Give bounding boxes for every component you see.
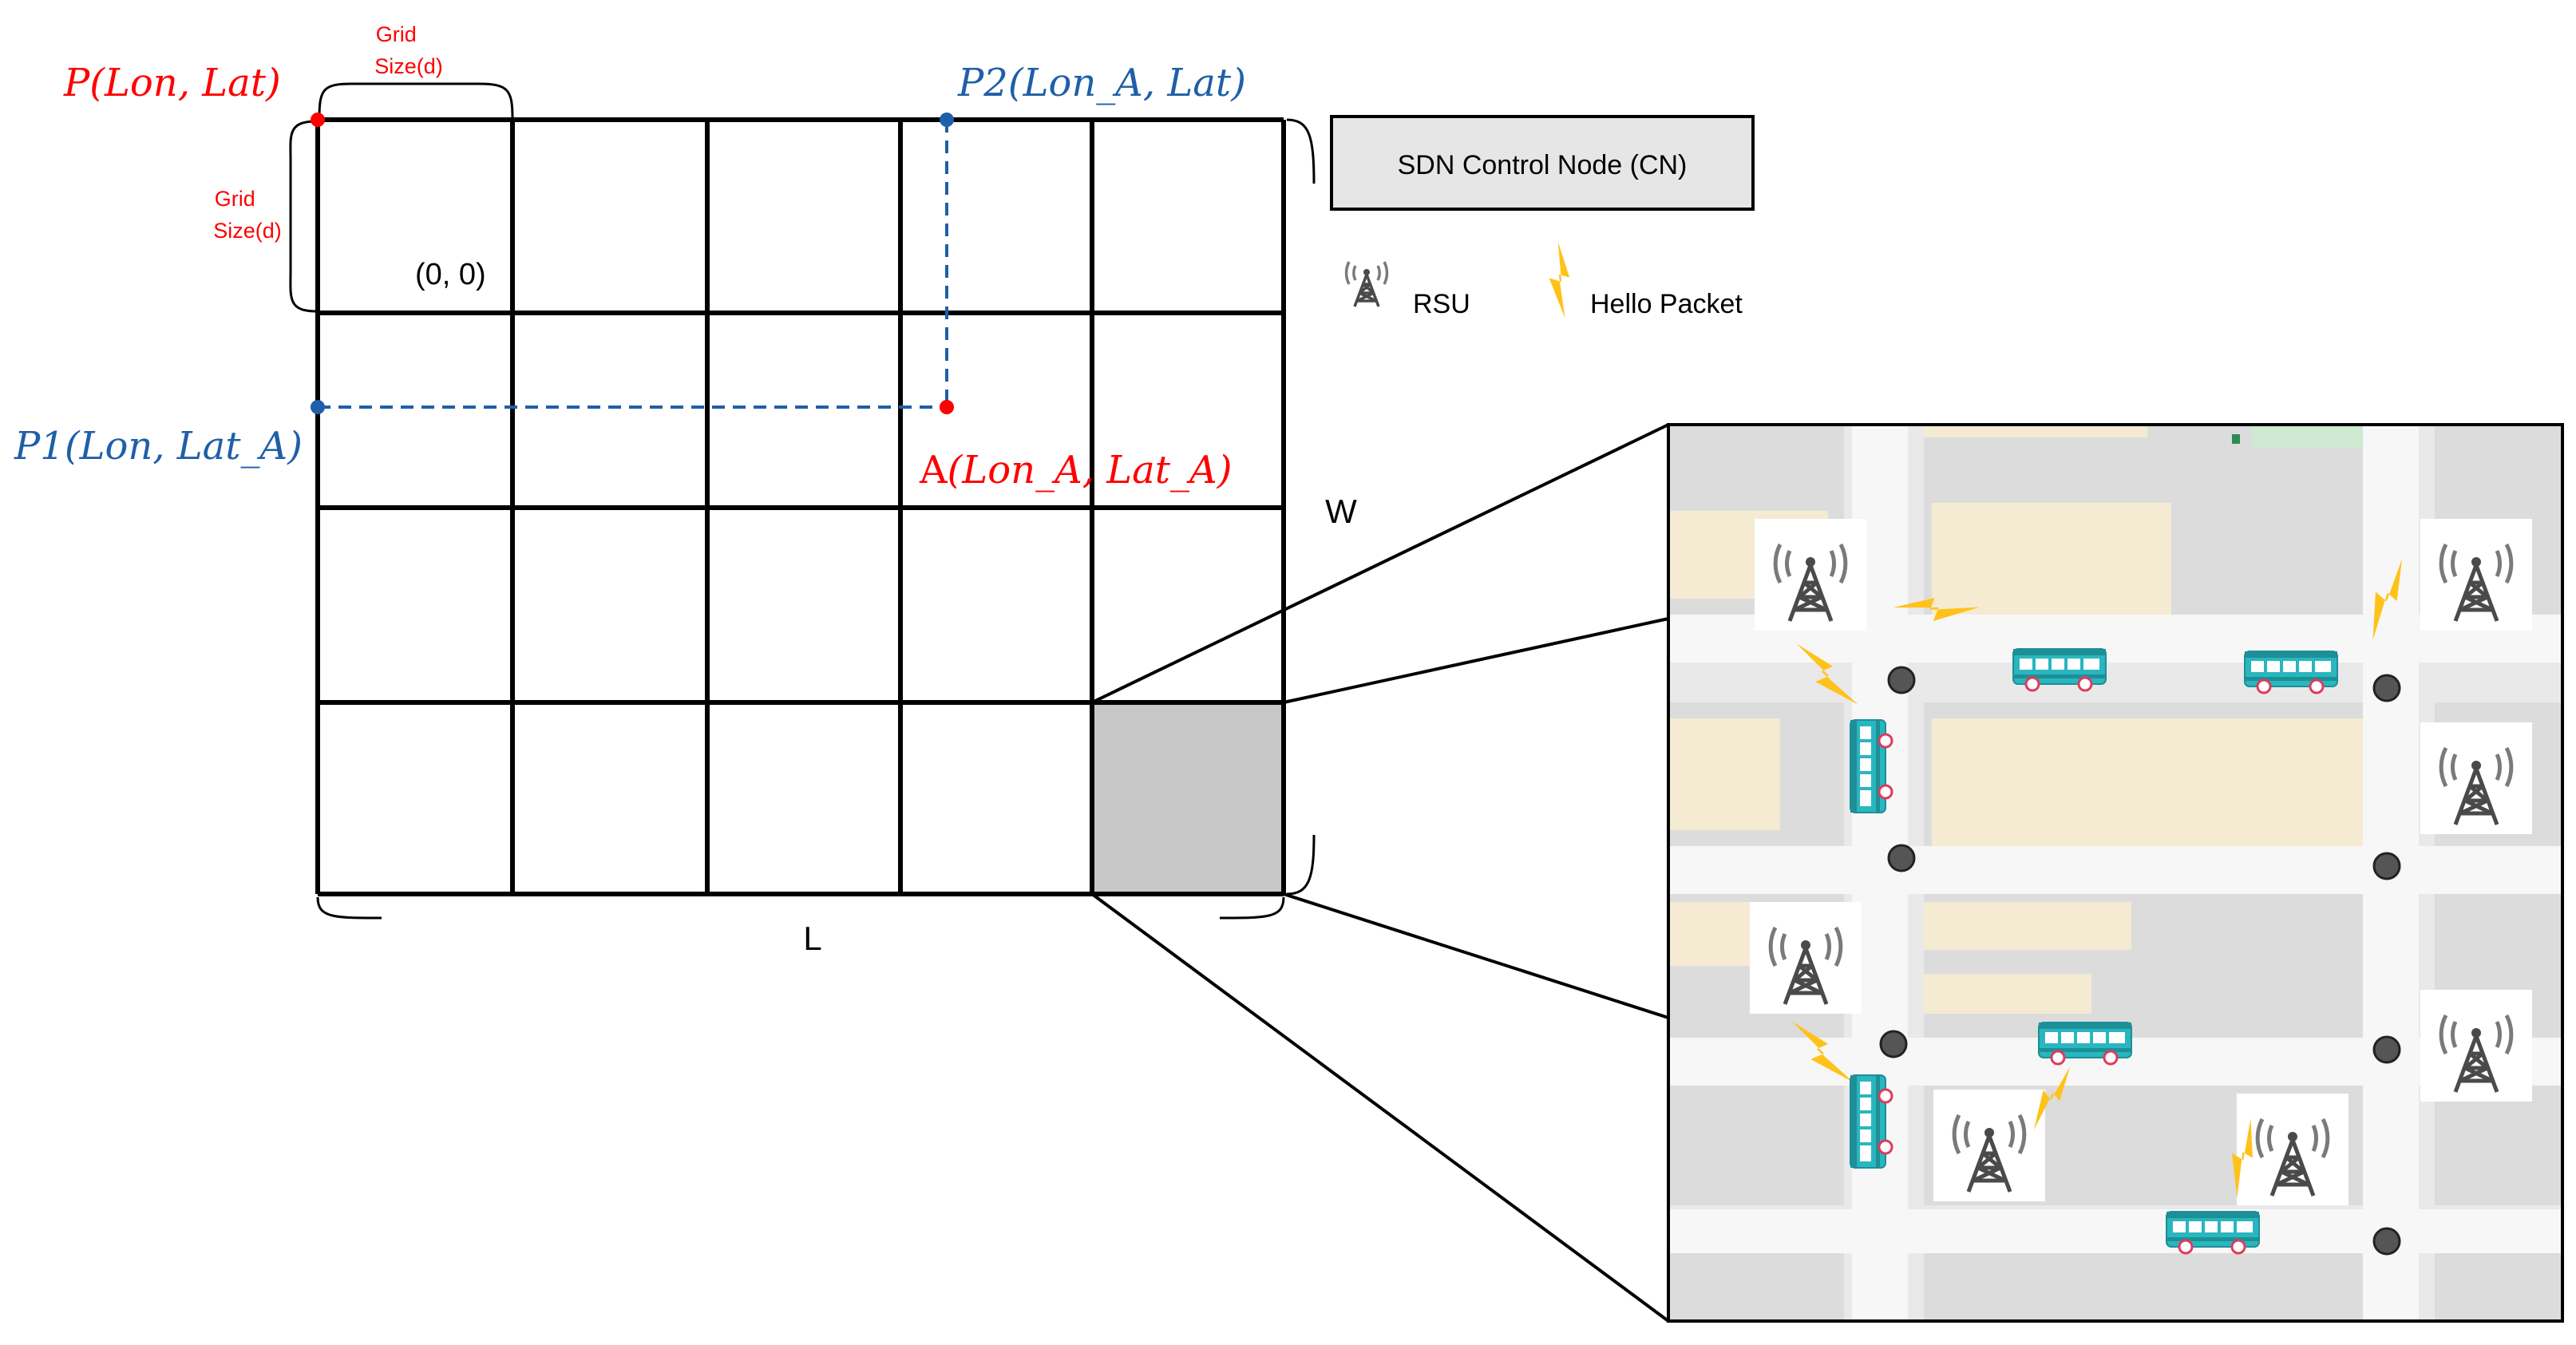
- point-a-prefix: A: [919, 448, 948, 493]
- length-label: L: [803, 920, 821, 957]
- rsu-tower-icon: [2237, 1094, 2348, 1205]
- point-a-marker: [940, 400, 954, 414]
- brace-grid-size-left: [289, 120, 317, 313]
- bus-icon: [2037, 1021, 2133, 1066]
- point-p1-marker: [311, 400, 325, 414]
- control-node-label: SDN Control Node (CN): [1398, 150, 1688, 180]
- width-label: W: [1325, 493, 1357, 530]
- brace-length: [316, 896, 1285, 920]
- origin-label: (0, 0): [415, 258, 486, 291]
- intersection-node: [2372, 1227, 2401, 1256]
- brace-width: [1286, 118, 1316, 896]
- grid-size-top-line1: Grid: [376, 22, 417, 46]
- zoomed-cell-map: [1667, 423, 2564, 1323]
- point-a-label: A(Lon_A, Lat_A): [919, 448, 1232, 493]
- highlighted-cell: [1092, 702, 1284, 894]
- point-p-marker: [311, 113, 325, 127]
- legend-hello-packet-label: Hello Packet: [1590, 289, 1743, 319]
- intersection-node: [1879, 1030, 1908, 1058]
- bus-icon: [2012, 647, 2107, 692]
- intersection-node: [2372, 852, 2401, 880]
- grid-size-left-line1: Grid: [215, 187, 255, 211]
- dashed-projection-lines: [318, 120, 948, 409]
- point-a-coords: (Lon_A, Lat_A): [948, 448, 1233, 493]
- legend-lightning-icon: [1529, 241, 1593, 318]
- grid-size-top-label: Grid Size(d): [374, 22, 443, 78]
- intersection-node: [1887, 844, 1916, 872]
- rsu-tower-icon: [2420, 519, 2532, 631]
- grid-size-left-line2: Size(d): [213, 219, 282, 243]
- legend-rsu-label: RSU: [1413, 289, 1470, 319]
- brace-grid-size-top: [318, 82, 514, 119]
- point-p2-marker: [940, 113, 954, 127]
- rsu-tower-icon: [1933, 1090, 2045, 1201]
- grid-size-top-line2: Size(d): [374, 54, 443, 78]
- grid-area: P(Lon, Lat) P2(Lon_A, Lat) P1(Lon, Lat_A…: [14, 22, 1357, 957]
- intersection-node: [2372, 674, 2401, 702]
- bus-icon: [2165, 1210, 2261, 1255]
- grid-lines: [315, 117, 1286, 896]
- bus-icon: [2243, 650, 2339, 694]
- legend-rsu-icon: [1344, 260, 1389, 308]
- point-p-label: P(Lon, Lat): [63, 61, 281, 105]
- zoom-map-frame: [1667, 423, 2564, 1323]
- rsu-tower-icon: [2420, 990, 2532, 1102]
- intersection-node: [1887, 666, 1916, 694]
- point-p2-label: P2(Lon_A, Lat): [957, 61, 1246, 105]
- bus-icon: [1849, 1074, 1893, 1169]
- control-node-box: [1330, 115, 1755, 211]
- point-p1-label: P1(Lon, Lat_A): [14, 424, 303, 469]
- grid-size-left-label: Grid Size(d): [213, 187, 282, 243]
- zoom-connector-lines: [1090, 423, 1670, 1323]
- bus-icon: [1849, 718, 1893, 814]
- rsu-tower-icon: [2420, 722, 2532, 834]
- rsu-tower-icon: [1750, 902, 1862, 1014]
- intersection-node: [2372, 1035, 2401, 1064]
- rsu-tower-icon: [1755, 519, 1866, 631]
- intersection-nodes: [1879, 666, 2401, 1256]
- legend: SDN Control Node (CN) RSU Hello Packet: [1330, 115, 1755, 319]
